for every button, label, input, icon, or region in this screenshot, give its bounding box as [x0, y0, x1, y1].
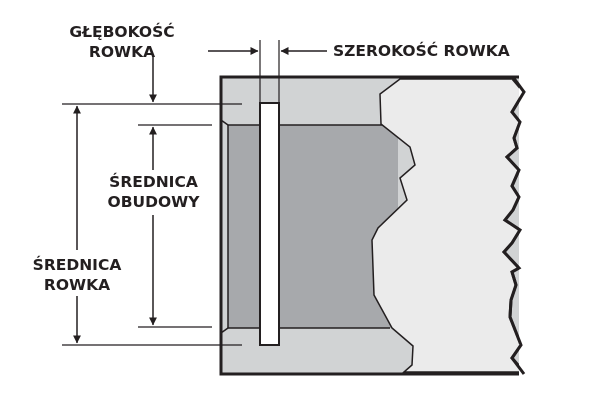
- housing-breakaway-section: [371, 78, 526, 373]
- housing-diameter-label-line2: OBUDOWY: [107, 193, 200, 211]
- groove-depth-label: GŁĘBOKOŚĆ ROWKA: [62, 22, 182, 62]
- housing-diameter-label-line1: ŚREDNICA: [109, 173, 198, 191]
- groove-diameter-label-line2: ROWKA: [43, 276, 111, 294]
- housing-right-edge-final: [501, 76, 526, 375]
- groove-depth-label-line2: ROWKA: [88, 43, 156, 61]
- retaining-ring: [259, 102, 280, 346]
- groove-diameter-label: ŚREDNICA ROWKA: [24, 255, 130, 295]
- housing-bore: [228, 125, 398, 328]
- groove-diameter-label-line1: ŚREDNICA: [32, 256, 122, 274]
- groove-width-label: SZEROKOŚĆ ROWKA: [333, 42, 510, 60]
- groove-depth-label-line1: GŁĘBOKOŚĆ: [69, 23, 175, 41]
- housing-diameter-label: ŚREDNICA OBUDOWY: [96, 172, 211, 212]
- right-edge-mask: [519, 75, 531, 376]
